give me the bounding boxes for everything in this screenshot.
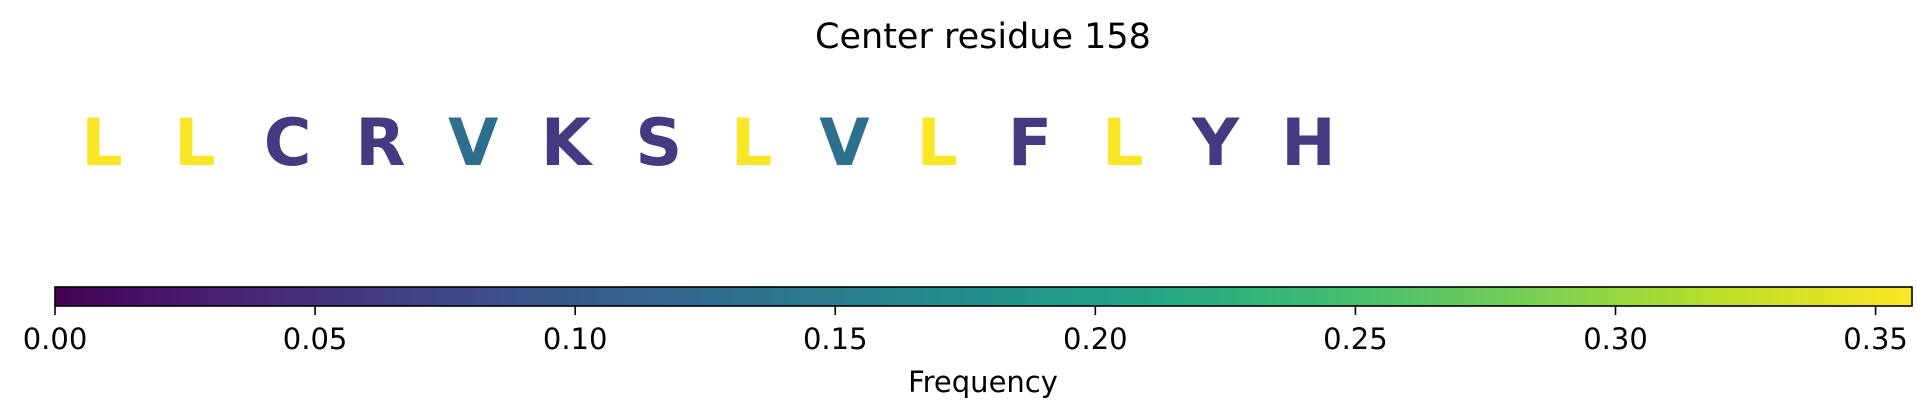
- colorbar-tick-label: 0.35: [1843, 322, 1908, 356]
- residue-letter: L: [174, 106, 215, 181]
- residue-letter: K: [541, 106, 594, 181]
- colorbar-tick-label: 0.25: [1323, 322, 1388, 356]
- residue-letter: L: [731, 106, 772, 181]
- colorbar-gradient: [55, 287, 1912, 306]
- colorbar-tick-label: 0.10: [543, 322, 608, 356]
- residue-letter: L: [916, 106, 957, 181]
- residue-letter: R: [355, 106, 405, 181]
- colorbar-frame: [54, 286, 1913, 307]
- colorbar-label: Frequency: [908, 365, 1058, 399]
- residue-letter: V: [448, 106, 498, 181]
- colorbar-tick-label: 0.30: [1583, 322, 1648, 356]
- residue-letter: V: [819, 106, 869, 181]
- residue-letter: C: [264, 106, 312, 181]
- colorbar-tick-label: 0.15: [803, 322, 868, 356]
- chart-title: Center residue 158: [815, 17, 1151, 57]
- residue-letter: L: [1102, 106, 1143, 181]
- colorbar: 0.00 0.05 0.10 0.15 0.20 0.25 0.30 0.35: [23, 286, 1913, 356]
- colorbar-tick-label: 0.20: [1063, 322, 1128, 356]
- residue-letter: S: [635, 106, 682, 181]
- residue-letter: Y: [1191, 106, 1240, 181]
- residue-letter: L: [81, 106, 122, 181]
- colorbar-tick-label: 0.00: [23, 322, 88, 356]
- colorbar-ticks: 0.00 0.05 0.10 0.15 0.20 0.25 0.30 0.35: [23, 306, 1908, 356]
- colorbar-tick-label: 0.05: [283, 322, 348, 356]
- residue-letter: H: [1281, 106, 1335, 181]
- residue-letter: F: [1008, 106, 1052, 181]
